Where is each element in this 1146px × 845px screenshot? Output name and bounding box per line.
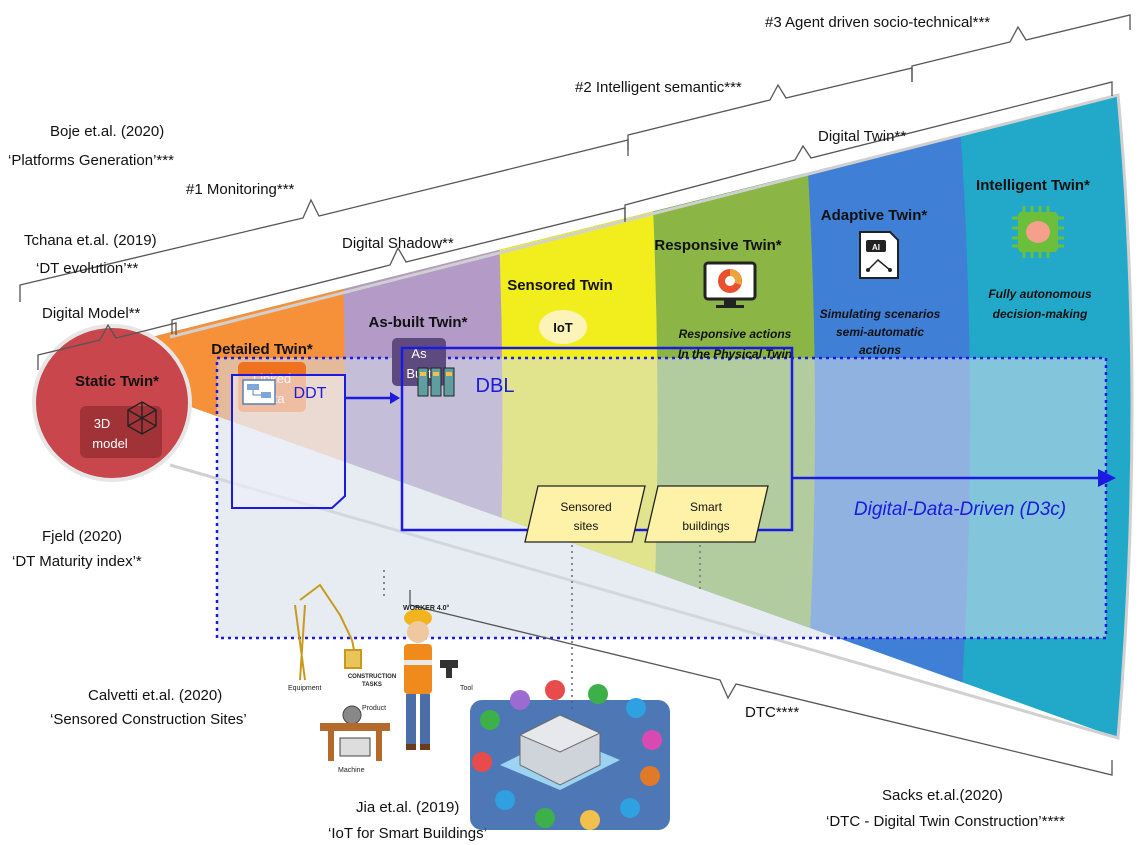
ref-calvetti-title: ‘Sensored Construction Sites’ bbox=[50, 711, 247, 728]
ref-jia-title: ‘IoT for Smart Buildings’ bbox=[328, 825, 487, 842]
sensored-sites-line2: sites bbox=[574, 519, 599, 533]
ref-calvetti-author: Calvetti et.al. (2020) bbox=[88, 687, 222, 704]
ddt-label: DDT bbox=[294, 385, 327, 402]
responsive-twin-title: Responsive Twin* bbox=[654, 237, 781, 254]
static-twin-title: Static Twin* bbox=[75, 373, 159, 390]
brain-chip-icon bbox=[1012, 206, 1064, 258]
asbuilt-twin-title: As-built Twin* bbox=[369, 314, 468, 331]
static-box-line2: model bbox=[92, 436, 128, 451]
ref-sacks-author: Sacks et.al.(2020) bbox=[882, 787, 1003, 804]
iot-label: IoT bbox=[553, 320, 573, 335]
adaptive-desc-line2: semi-automatic bbox=[836, 325, 924, 339]
d3c-label: Digital-Data-Driven (D3c) bbox=[854, 499, 1066, 520]
sensored-sites-line1: Sensored bbox=[560, 500, 611, 514]
ref-jia-author: Jia et.al. (2019) bbox=[356, 799, 459, 816]
tasks-line2: TASKS bbox=[362, 682, 382, 688]
adaptive-desc-line3: actions bbox=[859, 343, 901, 357]
smart-building-illustration bbox=[470, 680, 670, 830]
bracket-monitoring-label: #1 Monitoring*** bbox=[186, 181, 295, 198]
smart-buildings-line2: buildings bbox=[682, 519, 729, 533]
iot-device-icons bbox=[472, 680, 662, 830]
iot-bubble bbox=[539, 310, 587, 344]
intelligent-twin-title: Intelligent Twin* bbox=[976, 177, 1090, 194]
ref-fjeld-title: ‘DT Maturity index’* bbox=[12, 553, 142, 570]
adaptive-twin-title: Adaptive Twin* bbox=[821, 207, 928, 224]
construction-illustration: Equipment WORKER 4.0° CONSTRUCTION TASKS… bbox=[288, 583, 473, 774]
ref-boje-author: Boje et.al. (2020) bbox=[50, 123, 164, 140]
ddt-icon bbox=[242, 379, 276, 405]
responsive-desc-line1: Responsive actions bbox=[679, 327, 792, 341]
ddt-box bbox=[231, 374, 346, 509]
asbuilt-box-line1: As bbox=[411, 346, 427, 361]
bracket-dtc bbox=[409, 590, 1113, 776]
bracket-socio bbox=[911, 14, 1131, 82]
ref-sacks-title: ‘DTC - Digital Twin Construction’**** bbox=[826, 813, 1065, 830]
static-box-line1: 3D bbox=[94, 416, 111, 431]
bracket-digital-twin-label: Digital Twin** bbox=[818, 128, 906, 145]
product-label: Product bbox=[362, 705, 386, 712]
tasks-line1: CONSTRUCTION bbox=[348, 674, 396, 680]
dbl-label: DBL bbox=[476, 375, 515, 397]
intelligent-desc-line1: Fully autonomous bbox=[988, 287, 1092, 301]
sensored-sites-box bbox=[524, 485, 646, 543]
equipment-label: Equipment bbox=[288, 685, 322, 692]
smart-buildings-line1: Smart bbox=[690, 500, 723, 514]
bracket-digital-model bbox=[37, 322, 177, 370]
detailed-twin-title: Detailed Twin* bbox=[211, 341, 313, 358]
dbl-box bbox=[400, 346, 794, 532]
worker-icon bbox=[404, 609, 432, 750]
d3c-arrowhead bbox=[1098, 469, 1116, 487]
bracket-dtc-label: DTC**** bbox=[745, 704, 799, 721]
ref-boje-title: ‘Platforms Generation’*** bbox=[8, 152, 174, 169]
fan-outline bbox=[169, 93, 1134, 740]
bracket-semantic-label: #2 Intelligent semantic*** bbox=[575, 79, 742, 96]
bracket-digital-model-label: Digital Model** bbox=[42, 305, 141, 322]
intelligent-desc-line2: decision-making bbox=[993, 307, 1088, 321]
ref-fjeld-author: Fjeld (2020) bbox=[42, 528, 122, 545]
monitor-chart-icon bbox=[703, 261, 757, 308]
table-saw-icon bbox=[320, 705, 390, 761]
ref-tchana-title: ‘DT evolution’** bbox=[36, 260, 138, 277]
crane-icon bbox=[294, 583, 362, 681]
bracket-socio-label: #3 Agent driven socio-technical*** bbox=[765, 14, 990, 31]
brackets bbox=[19, 14, 1131, 776]
bracket-digital-twin bbox=[624, 81, 1113, 220]
responsive-desc-line2: In the Physical Twin bbox=[678, 347, 792, 361]
bracket-digital-shadow-label: Digital Shadow** bbox=[342, 235, 454, 252]
ai-label: AI bbox=[872, 243, 880, 252]
ref-tchana-author: Tchana et.al. (2019) bbox=[24, 232, 157, 249]
adaptive-desc-line1: Simulating scenarios bbox=[820, 307, 941, 321]
tool-label: Tool bbox=[460, 685, 473, 692]
smart-buildings-box bbox=[644, 485, 769, 543]
machine-label: Machine bbox=[338, 767, 365, 774]
cube-icon bbox=[127, 401, 157, 435]
ai-document-icon: AI bbox=[859, 231, 899, 279]
ddt-dbl-arrowhead bbox=[390, 392, 400, 404]
dotted-connectors bbox=[383, 545, 701, 712]
server-rack-icon bbox=[417, 367, 455, 397]
worker-label: WORKER 4.0° bbox=[403, 604, 450, 612]
drill-icon bbox=[440, 660, 458, 678]
sensored-twin-title: Sensored Twin bbox=[507, 277, 613, 294]
